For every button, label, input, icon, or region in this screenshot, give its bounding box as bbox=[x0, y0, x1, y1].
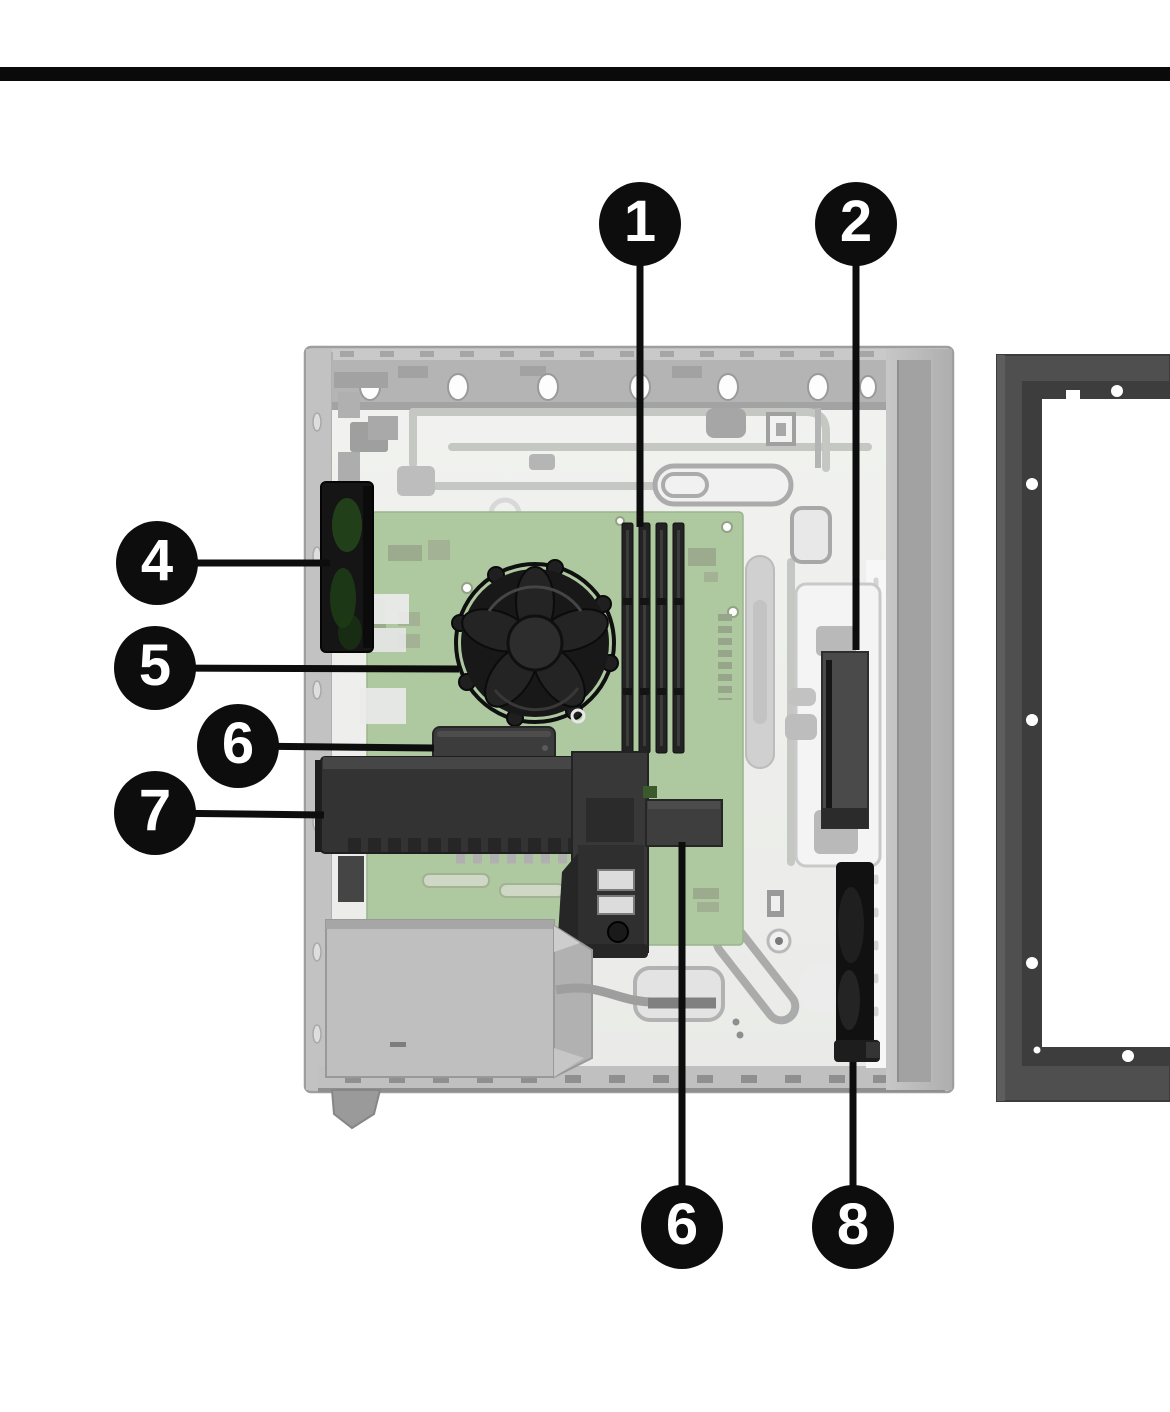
access-panel bbox=[996, 354, 1170, 1102]
chassis-front-wall bbox=[886, 349, 952, 1090]
callout-1-number: 1 bbox=[623, 189, 657, 254]
callout-6-lower-number: 6 bbox=[665, 1192, 699, 1257]
callout-5-badge: 5 bbox=[114, 626, 196, 710]
callout-8-number: 8 bbox=[836, 1192, 870, 1257]
expansion-card-assembly bbox=[315, 751, 723, 958]
rear-system-fan bbox=[320, 481, 374, 653]
callout-5-leader bbox=[154, 664, 460, 673]
smd-components bbox=[360, 540, 719, 912]
callout-2-number: 2 bbox=[839, 189, 873, 254]
callout-6-upper-number: 6 bbox=[221, 711, 255, 776]
front-fan bbox=[798, 862, 880, 1062]
callout-7-number: 7 bbox=[138, 778, 172, 843]
callout-6-lower-badge: 6 bbox=[641, 1185, 723, 1269]
callout-1-badge: 1 bbox=[599, 182, 681, 266]
drive-bay bbox=[785, 582, 882, 868]
callout-6-upper-badge: 6 bbox=[197, 704, 279, 788]
panel-screw-holes bbox=[1026, 385, 1134, 1062]
callout-5-number: 5 bbox=[138, 633, 172, 698]
power-cable bbox=[555, 983, 651, 1007]
callout-8-badge: 8 bbox=[812, 1185, 894, 1269]
callout-4-number: 4 bbox=[140, 528, 174, 593]
cpu-heat-sink-fan bbox=[451, 559, 619, 727]
callout-4-badge: 4 bbox=[116, 521, 198, 605]
memory-modules bbox=[621, 522, 685, 754]
top-divider-rule bbox=[0, 67, 1170, 81]
callout-2-badge: 2 bbox=[815, 182, 897, 266]
power-supply bbox=[325, 919, 716, 1079]
callout-7-badge: 7 bbox=[114, 771, 196, 855]
